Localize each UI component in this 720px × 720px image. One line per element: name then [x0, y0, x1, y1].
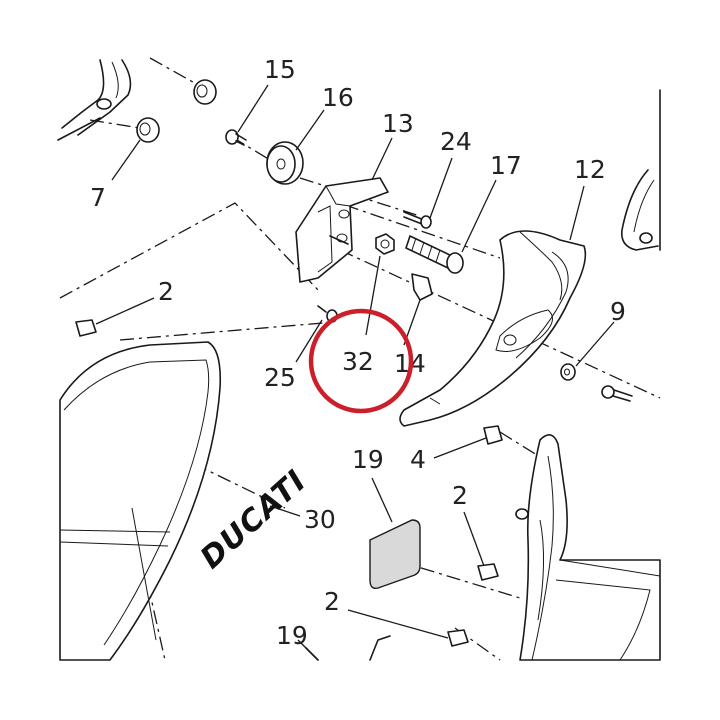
callout-19-lower: 19 [276, 621, 308, 650]
screw-part-17 [405, 235, 464, 274]
callout-7: 7 [90, 183, 106, 212]
nut-part-32 [375, 233, 395, 255]
clip-nut-part-2-mid [477, 563, 499, 581]
lower-fragment [305, 635, 391, 661]
frame-fragment-top-left [57, 59, 132, 141]
callout-15: 15 [264, 55, 296, 84]
callout-25: 25 [264, 363, 296, 392]
spacer-part-16 [266, 141, 304, 185]
ducati-decal: DUCATI [194, 463, 313, 576]
bolt-part-24 [403, 211, 432, 229]
grommet-part-7 [136, 117, 160, 143]
callout-2-upper: 2 [158, 277, 174, 306]
clip-nut-part-2-upper [75, 319, 97, 337]
callout-12: 12 [574, 155, 606, 184]
bolt-right [601, 385, 633, 402]
callout-17: 17 [490, 151, 522, 180]
leader-lines [95, 84, 615, 661]
bolt-small-top [225, 129, 247, 146]
rubber-pad-part-19 [369, 519, 421, 590]
callout-13: 13 [382, 109, 414, 138]
callout-30: 30 [304, 505, 336, 534]
callout-32: 32 [342, 347, 374, 376]
callout-4: 4 [410, 445, 426, 474]
bracket-part-13 [295, 177, 389, 283]
grommet-part-15 [193, 79, 217, 105]
side-fairing-part-30 [59, 341, 222, 661]
callout-24: 24 [440, 127, 472, 156]
highlight-circle-part-32 [308, 308, 414, 414]
callout-2-lower: 2 [324, 587, 340, 616]
clip-part-14 [411, 273, 433, 301]
callout-16: 16 [322, 83, 354, 112]
clip-nut-part-4 [483, 425, 503, 445]
callout-19-upper: 19 [352, 445, 384, 474]
callout-2-mid: 2 [452, 481, 468, 510]
washer-part-9 [560, 363, 576, 381]
callout-9: 9 [610, 297, 626, 326]
fairing-panel-part-12 [399, 230, 587, 427]
clip-nut-part-2-lower [447, 629, 469, 647]
lower-fairing-right [515, 434, 661, 661]
frame-fragment-right [620, 89, 661, 251]
